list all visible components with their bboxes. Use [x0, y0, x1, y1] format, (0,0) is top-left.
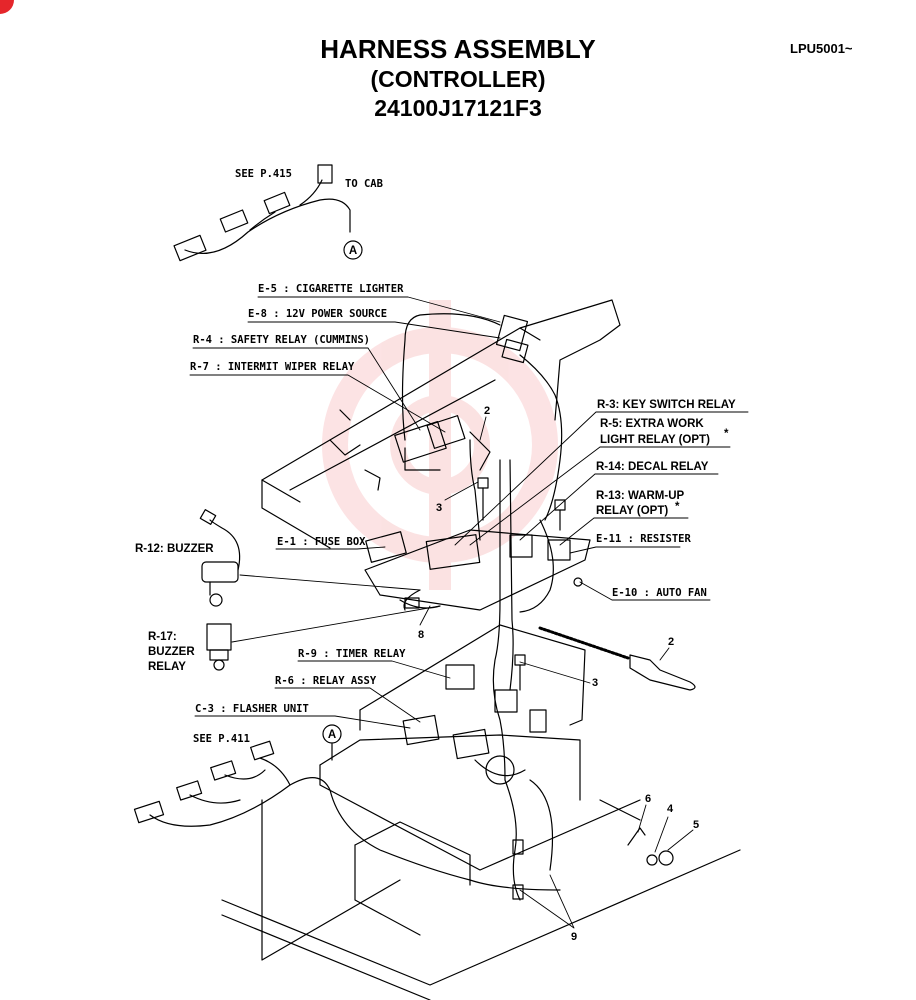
label-r13-line2: RELAY (OPT): [596, 505, 668, 517]
label-r13-optional-mark: *: [675, 501, 680, 513]
label-e1-fuse-box: E-1 : FUSE BOX: [277, 536, 366, 548]
label-r5-line2: LIGHT RELAY (OPT): [600, 434, 710, 446]
upper-cover: [261, 299, 621, 549]
label-r14-decal-relay: R-14: DECAL RELAY: [596, 461, 709, 473]
buzzer-r12: [199, 509, 241, 607]
label-r12-buzzer: R-12: BUZZER: [135, 543, 214, 555]
ref-a-bottom-circle: [322, 724, 342, 744]
label-r9-timer-relay: R-9 : TIMER RELAY: [298, 648, 406, 660]
label-e8-12v-power-source: E-8 : 12V POWER SOURCE: [248, 308, 387, 320]
ref-a-bottom-text: A: [328, 729, 336, 741]
harness-clip-item-2: [538, 626, 696, 691]
see-p415-label: SEE P.415: [235, 168, 292, 180]
label-r5-optional-mark: *: [724, 428, 729, 440]
item-number-2-clip: 2: [668, 636, 674, 648]
label-r7-intermit-wiper-relay: R-7 : INTERMIT WIPER RELAY: [190, 361, 355, 373]
main-trunk-wiring: [403, 439, 554, 781]
ref-a-top-text: A: [349, 245, 357, 257]
page-title: HARNESS ASSEMBLY: [320, 34, 596, 64]
item-number-2-upper: 2: [484, 405, 490, 417]
see-p411-label: SEE P.411: [193, 733, 250, 745]
buzzer-relay-r17: [206, 623, 232, 671]
page-subtitle: (CONTROLLER): [370, 66, 546, 92]
controller-bracket: [364, 529, 591, 611]
item-number-8: 8: [418, 629, 424, 641]
item-number-3-lower: 3: [592, 677, 598, 689]
label-e10-auto-fan: E-10 : AUTO FAN: [612, 587, 707, 599]
lower-harness: [133, 724, 561, 891]
label-r17-line2: BUZZER: [148, 646, 195, 658]
item-number-5: 5: [693, 819, 699, 831]
item-number-9: 9: [571, 931, 577, 943]
lower-frame: [221, 624, 741, 1000]
cab-harness: [173, 164, 363, 262]
lower-relay-cluster: [402, 664, 554, 901]
label-r17-line3: RELAY: [148, 661, 186, 673]
cigarette-lighter-unit: [401, 313, 563, 521]
label-r4-safety-relay: R-4 : SAFETY RELAY (CUMMINS): [193, 334, 370, 346]
ref-a-top-circle: [343, 240, 363, 260]
label-r17-line1: R-17:: [148, 631, 177, 643]
item-number-6: 6: [645, 793, 651, 805]
item-number-3-upper: 3: [436, 502, 442, 514]
page-code: LPU5001~: [790, 41, 853, 56]
label-e5-cigarette-lighter: E-5 : CIGARETTE LIGHTER: [258, 283, 404, 295]
to-cab-label: TO CAB: [345, 178, 383, 190]
item-number-4: 4: [667, 803, 674, 815]
label-r6-relay-assy: R-6 : RELAY ASSY: [275, 675, 377, 687]
label-c3-flasher-unit: C-3 : FLASHER UNIT: [195, 703, 309, 715]
leader-lines: [189, 296, 749, 929]
label-e11-resister: E-11 : RESISTER: [596, 533, 692, 545]
assembly-part-number: 24100J17121F3: [374, 95, 542, 121]
label-r13-line1: R-13: WARM-UP: [596, 490, 684, 502]
upper-relay-cluster: [394, 415, 491, 471]
label-r3-key-switch-relay: R-3: KEY SWITCH RELAY: [597, 399, 736, 411]
diagram-labels: SEE P.415 TO CAB A E-5 : CIGARETTE LIGHT…: [135, 168, 736, 943]
fasteners: [477, 477, 674, 866]
label-r5-line1: R-5: EXTRA WORK: [600, 418, 704, 430]
